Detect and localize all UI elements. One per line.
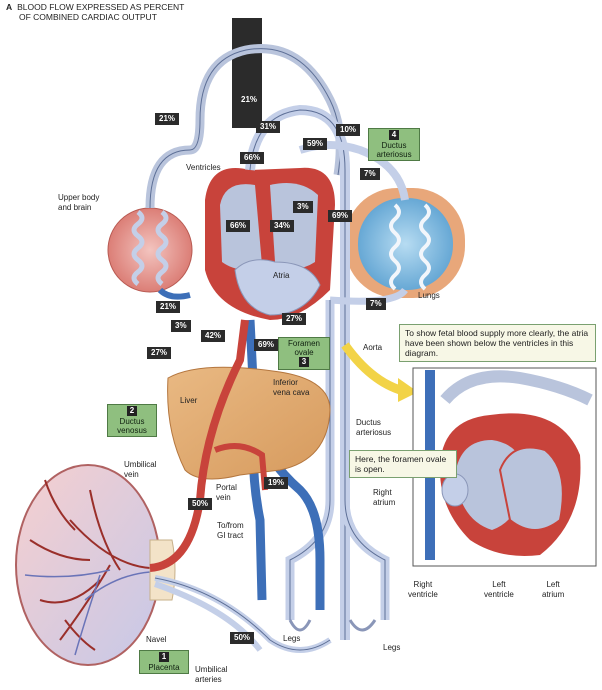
callout-1-placenta: 1 Placenta	[139, 650, 189, 674]
lung-capillaries	[389, 203, 401, 291]
pct-badge-27-left: 27%	[147, 347, 172, 359]
label-left-atrium: Left atrium	[542, 580, 565, 599]
label-navel: Navel	[146, 635, 167, 644]
pct-badge-59: 59%	[303, 138, 328, 150]
label-right-ventricle: Right ventricle	[408, 580, 438, 599]
pct-badge-21-left: 21%	[155, 113, 180, 125]
pct-badge-21-lower: 21%	[156, 301, 181, 313]
pct-badge-21-top: 21%	[237, 94, 262, 106]
upper-body-circle	[107, 207, 193, 293]
pct-badge-7-lower: 7%	[366, 298, 386, 310]
pct-badge-50-umbilical: 50%	[230, 632, 255, 644]
callout-number: 3	[299, 357, 309, 367]
label-ventricles: Ventricles	[186, 163, 221, 172]
atria-shape	[234, 259, 321, 316]
umbilical-vein	[149, 499, 204, 572]
pct-badge-42: 42%	[201, 330, 226, 342]
label-liver: Liver	[180, 396, 198, 405]
upper-body-capillaries	[131, 210, 145, 286]
leg-loop-left	[288, 619, 312, 632]
note-atria-shown-below: To show fetal blood supply more clearly,…	[399, 324, 596, 362]
superior-vena-cava-bar	[232, 18, 262, 128]
label-umbilical-vein: Umbilical vein	[124, 460, 157, 479]
pct-badge-50-portal: 50%	[188, 498, 213, 510]
callout-number: 2	[127, 406, 137, 416]
pct-badge-69: 69%	[328, 210, 353, 222]
pct-badge-7-right: 7%	[360, 168, 380, 180]
pct-badge-66-lv: 66%	[226, 220, 251, 232]
callout-number: 4	[389, 130, 399, 140]
placenta-shape	[15, 464, 161, 666]
label-portal-vein: Portal vein	[216, 483, 237, 502]
callout-4-ductus-arteriosus: 4 Ductus arteriosus	[368, 128, 420, 161]
title-line2: OF COMBINED CARDIAC OUTPUT	[19, 12, 157, 22]
pct-badge-3-aorta: 3%	[293, 201, 313, 213]
vessel-descending-aorta-right	[340, 499, 390, 620]
leg-loop-right	[348, 619, 377, 632]
ductus-venosus-vessel	[196, 319, 249, 501]
pct-badge-3-left: 3%	[171, 320, 191, 332]
label-lungs: Lungs	[418, 291, 440, 300]
pct-badge-66-upper: 66%	[240, 152, 265, 164]
figure-letter: A	[6, 2, 13, 12]
figure-title: A BLOOD FLOW EXPRESSED AS PERCENT OF COMB…	[6, 2, 184, 22]
title-line1: BLOOD FLOW EXPRESSED AS PERCENT	[17, 2, 185, 12]
zoom-arrow	[341, 342, 402, 395]
callout-3-foramen-ovale: Foramen ovale 3	[278, 337, 330, 370]
pct-badge-19: 19%	[264, 477, 289, 489]
pct-badge-34: 34%	[270, 220, 295, 232]
label-inset-ductus-arteriosus: Ductus arteriosus	[356, 418, 392, 437]
label-right-atrium: Right atrium	[373, 488, 396, 507]
label-left-ventricle: Left ventricle	[484, 580, 514, 599]
label-legs-right: Legs	[383, 643, 401, 652]
pct-badge-69-lower: 69%	[254, 339, 279, 351]
note-foramen-ovale-open: Here, the foramen ovale is open.	[349, 450, 457, 478]
callout-text: Foramen ovale	[287, 339, 320, 357]
callout-text: Ductus arteriosus	[376, 141, 412, 159]
label-umbilical-arteries: Umbilical arteries	[195, 665, 228, 684]
callout-text: Placenta	[148, 663, 180, 672]
callout-number: 1	[159, 652, 169, 662]
label-to-from-gi-tract: To/from GI tract	[217, 521, 244, 540]
pct-badge-10: 10%	[336, 124, 361, 136]
label-legs-center: Legs	[283, 634, 301, 643]
label-atria: Atria	[273, 271, 290, 280]
label-aorta: Aorta	[363, 343, 383, 352]
placenta-vessels	[29, 479, 151, 651]
label-upper-body: Upper body and brain	[58, 193, 100, 212]
callout-text: Ductus venosus	[117, 417, 147, 435]
label-inferior-vena-cava: Inferior vena cava	[273, 378, 310, 397]
pct-badge-27-atria: 27%	[282, 313, 307, 325]
callout-2-ductus-venosus: 2 Ductus venosus	[107, 404, 157, 437]
pct-badge-31: 31%	[256, 121, 281, 133]
